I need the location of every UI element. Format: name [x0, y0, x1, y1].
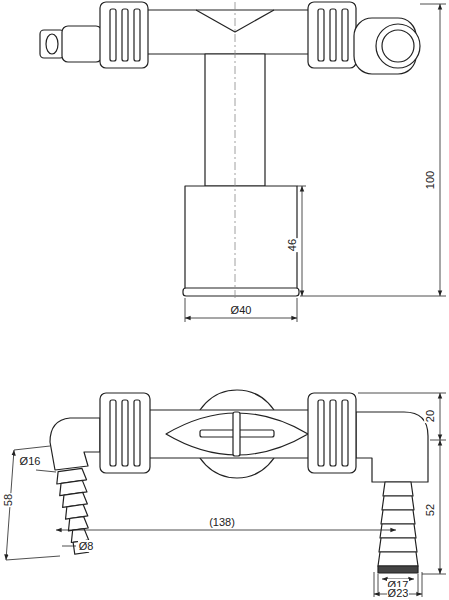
dimension-lines — [6, 4, 446, 597]
bottom-view — [50, 390, 428, 573]
dimension-label: Ø23 — [387, 587, 410, 599]
nut-rib — [134, 400, 140, 466]
nut-rib — [318, 400, 324, 466]
barb-ring — [383, 482, 413, 496]
barb-ring — [379, 538, 417, 552]
dimension-label: Ø16 — [19, 455, 42, 467]
dimension-label: 52 — [424, 503, 436, 517]
nut-rib — [122, 400, 128, 466]
dimension-label: 58 — [2, 493, 14, 507]
barb-ring — [382, 496, 414, 510]
nut-rib — [330, 400, 336, 466]
nut-rib — [110, 400, 116, 466]
barb-ring — [380, 524, 416, 538]
nut-rib — [330, 9, 336, 61]
nut-rib — [134, 9, 140, 61]
dimension-label: 20 — [424, 409, 436, 423]
nut-rib — [342, 400, 348, 466]
dimension-label: Ø40 — [230, 304, 253, 316]
barb-ring — [378, 552, 418, 566]
barb-ring — [381, 510, 415, 524]
nut-rib — [318, 9, 324, 61]
dimension-label: 100 — [424, 170, 436, 190]
nut-rib — [342, 9, 348, 61]
top-view — [40, 2, 420, 300]
dimension-label: Ø8 — [78, 540, 95, 552]
nut-rib — [122, 9, 128, 61]
barb-ring — [67, 516, 88, 531]
nut-rib — [110, 9, 116, 61]
dimension-label: (138) — [208, 516, 236, 528]
dimension-label: 46 — [286, 238, 298, 252]
